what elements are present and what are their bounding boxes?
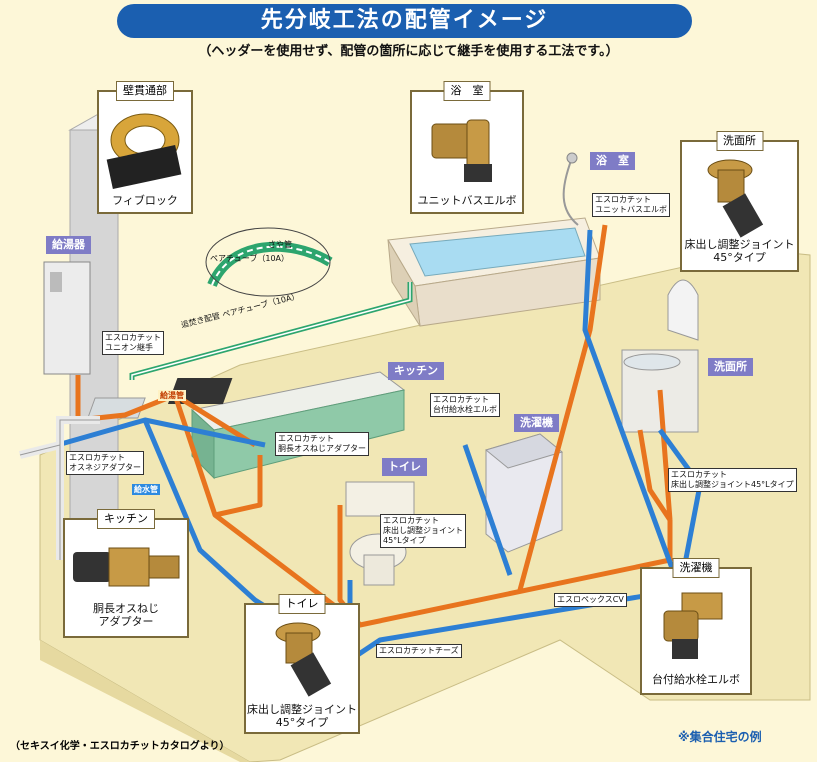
room-toilet: トイレ [382,458,427,476]
tag-union: エスロカチット ユニオン継手 [102,331,164,355]
callout-caption: 洗濯機 [672,558,720,578]
tag-unitbath: エスロカチット ユニットバスエルボ [592,193,670,217]
fibrock-icon [106,113,182,189]
callout-caption: 壁貫通部 [116,81,174,101]
room-washroom: 洗面所 [708,358,753,376]
tag-line: エスロカチット [69,453,125,462]
bathtub-side [387,239,421,327]
callout-label-1: 胴長オスねじ [93,602,159,615]
supply-pipe-outline [19,419,100,560]
callout-toilet: トイレ 床出し調整ジョイント 45°タイプ [244,594,360,734]
water-heater-panel [50,272,62,292]
callout-label-1: 床出し調整ジョイント [684,238,795,251]
tag-toilet-joint: エスロカチット 床出し調整ジョイント 45°Lタイプ [380,514,466,548]
tag-wash-joint: エスロカチット 床出し調整ジョイント45°Lタイプ [668,468,797,492]
callout-bath: 浴 室 ユニットバスエルボ [410,81,524,214]
callout-wall-penetration: 壁貫通部 フィブロック [97,81,193,214]
callout-label-2: 45°タイプ [713,251,766,264]
room-laundry: 洗濯機 [514,414,559,432]
toilet-joint-icon [275,622,332,697]
tag-line: ユニオン継手 [105,343,153,352]
page-subtitle: （ヘッダーを使用せず、配管の箇所に応じて継手を使用する工法です。） [198,44,619,59]
hot-water-pipe [75,224,673,628]
tag-dounaga: エスロカチット 胴長オスねじアダプター [275,432,369,456]
callout-kitchen: キッチン 胴長オスねじ アダプター [63,509,189,638]
unit-bath-elbow-icon [431,119,492,182]
callout-caption: 浴 室 [443,81,491,101]
callout-label: 台付給水栓エルボ [652,673,740,686]
tag-line: 胴長オスねじアダプター [278,444,366,453]
tag-line: ユニットバスエルボ [595,205,667,214]
tag-osuneji: エスロカチット オスネジアダプター [66,451,144,475]
page-title: 先分岐工法の配管イメージ [117,4,692,38]
cold-pipe-label: 給水管 [132,484,160,495]
basin [623,353,681,371]
pair-tube-sample [207,241,333,288]
pair-tube-sample-stripe [211,245,331,286]
tag-line: 床出し調整ジョイント [383,526,463,535]
room-bath: 浴 室 [590,152,635,170]
pair-tube-bubble [205,227,331,297]
tag-line: エスロカチット [105,333,161,342]
long-male-adapter-icon [73,547,180,587]
tag-line: エスロカチット [671,470,727,479]
tag-daitsuki: エスロカチット 台付給水栓エルボ [430,393,500,417]
front-wall [40,640,250,762]
tag-cheese: エスロカチットチーズ [376,644,462,658]
tag-line: エスロカチット [433,395,489,404]
shower-head [566,152,578,164]
tag-pex: エスロペックスCV [554,593,627,607]
footnote: ※集合住宅の例 [678,730,762,744]
callout-label: フィブロック [112,194,178,207]
room-water-heater: 給湯器 [46,236,91,254]
washing-machine-top [484,433,564,469]
floor-adjust-joint-icon [707,159,764,238]
callout-label-2: アダプター [98,615,154,628]
callout-caption: キッチン [97,509,155,529]
room-kitchen: キッチン [388,362,444,380]
bathtub-water [409,227,586,277]
callout-caption: 洗面所 [716,131,763,151]
hot-pipe-label: 給湯管 [158,390,186,401]
callout-label-1: 床出し調整ジョイント [247,703,357,716]
tag-line: エスロカチット [595,195,651,204]
toilet-base [363,554,395,586]
reheat-pipe-white [131,282,411,380]
tag-line: エスロカチット [278,434,334,443]
tag-line: 台付給水栓エルボ [433,405,497,414]
callout-laundry: 洗濯機 台付給水栓エルボ [640,558,752,695]
source-credit: （セキスイ化学・エスロカチットカタログより） [10,741,230,752]
tag-line: 45°Lタイプ [383,536,426,545]
tag-line: エスロカチット [383,516,439,525]
tag-line: 床出し調整ジョイント45°Lタイプ [671,480,794,489]
tag-saya: さや管 [268,240,292,249]
faucet-elbow-icon [663,592,723,659]
shower-hose [562,157,579,226]
tag-pair-tube: ペアチューブ（10A） [210,254,290,263]
callout-label: ユニットバスエルボ [417,194,517,207]
callout-washroom: 洗面所 床出し調整ジョイント 45°タイプ [680,131,799,272]
toilet-tank [345,481,415,517]
tag-line: オスネジアダプター [69,463,141,472]
callout-label-2: 45°タイプ [275,716,329,729]
mirror [667,279,699,341]
callout-caption: トイレ [278,594,326,614]
